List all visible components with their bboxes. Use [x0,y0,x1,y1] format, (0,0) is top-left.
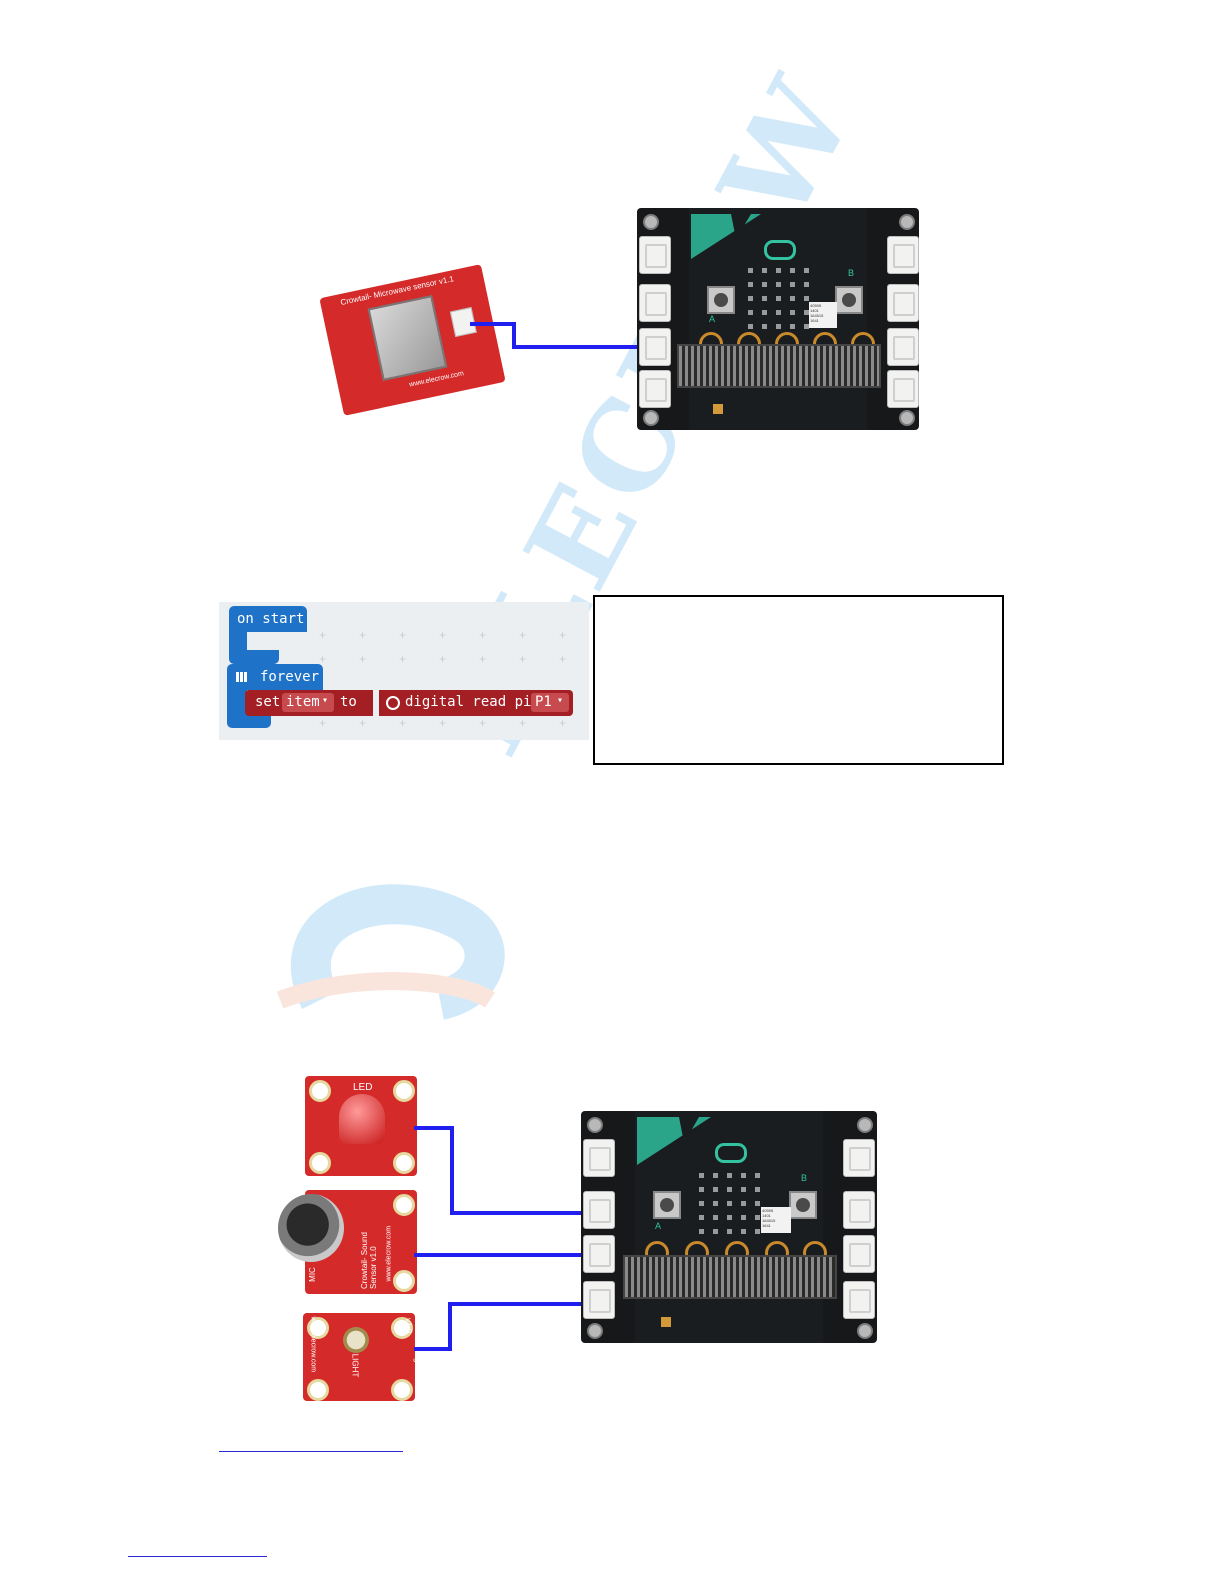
button-a-icon [707,286,735,314]
light-text: LIGHT [350,1353,360,1378]
variable-dropdown[interactable]: item ▾ [282,693,334,712]
light-sensor-module: Crowtail- Light Sensor v1.0 www.elecrow.… [303,1313,422,1401]
microwave-sensor-module: Crowtail- Microwave sensor v1.1 www.elec… [319,264,506,416]
button-a-label: A [655,1221,662,1231]
led-matrix [748,268,810,330]
code-editor: + + + + + + + + + + + + + + + + + + + + … [219,602,589,740]
variable-name: item [286,694,320,710]
sound-label: Crowtail- Sound Sensor v1.0 [360,1232,378,1289]
pin-dropdown[interactable]: P1 ▾ [531,693,569,712]
microphone-icon [278,1194,344,1262]
button-b-icon [835,286,863,314]
light-label: Crowtail- Light Sensor v1.0 [404,1318,422,1397]
microbit-logo-icon [715,1143,747,1163]
wire-4b [448,1302,452,1351]
footer-rule-1 [219,1451,403,1452]
to-label: to [340,694,357,710]
wire-2b [450,1126,454,1214]
button-b-icon [789,1191,817,1219]
wire-2c [450,1211,584,1215]
button-a-icon [653,1191,681,1219]
led-module: LED [305,1076,417,1176]
microbit-logo-icon [764,240,796,260]
photoresistor-icon [343,1327,369,1353]
button-b-label: B [848,268,855,278]
qr-label: 40595 1401 164515 1641 [761,1207,791,1233]
footer-rule-2 [128,1556,267,1557]
button-a-label: A [709,314,716,324]
wire-1c [512,345,640,349]
wire-4a [414,1347,452,1351]
set-label: set [255,694,281,710]
edge-connector-1 [677,344,881,388]
expansion-board-1: A B 40595 1401 164515 1641 [637,208,919,430]
digital-read-label: digital read pin [405,694,540,710]
forever-label: forever [260,669,320,685]
pin-icon [386,696,400,710]
mic-label: MIC [307,1267,317,1282]
on-start-block[interactable]: on start [229,606,307,664]
set-variable-block[interactable]: set item ▾ to digital read pin P1 ▾ [245,690,573,716]
wire-4c [448,1302,584,1306]
button-b-label: B [801,1173,808,1183]
wire-2a [414,1126,454,1130]
led-bulb-icon [339,1094,385,1144]
chevron-down-icon: ▾ [557,695,564,706]
pin-name: P1 [535,694,552,710]
empty-text-box [593,595,1004,765]
grid-icon [236,672,248,682]
watermark: ELECROW [260,53,960,1040]
microwave-shield [367,294,448,382]
expansion-board-2: A B 40595 1401 164515 1641 [581,1111,877,1343]
wire-1b [512,322,516,348]
chevron-down-icon: ▾ [322,695,329,706]
light-url: www.elecrow.com [309,1316,317,1373]
sound-url: www.elecrow.com [385,1225,393,1282]
qr-label: 40595 1401 164515 1641 [809,302,837,328]
forever-block[interactable]: forever [227,664,323,730]
on-start-label: on start [237,611,305,627]
led-label: LED [353,1082,373,1093]
wire-3 [414,1253,584,1257]
edge-connector-2 [623,1255,837,1299]
led-matrix [699,1173,761,1235]
wire-1a [470,322,514,326]
